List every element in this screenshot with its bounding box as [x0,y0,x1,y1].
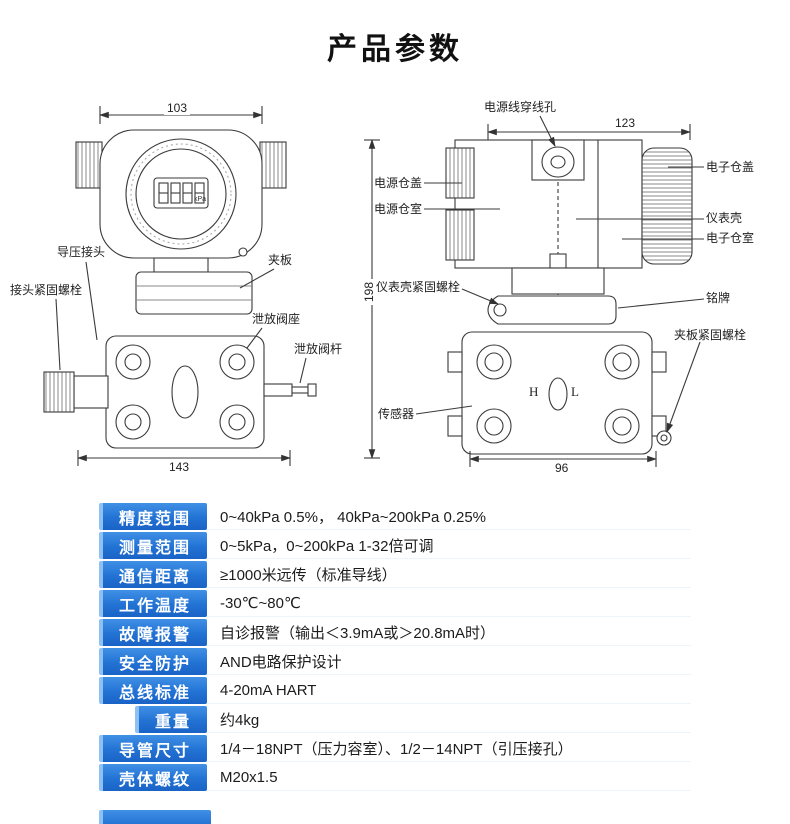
spec-row: 总线标准 4-20mA HART [99,677,691,704]
spec-row-partial [99,810,211,824]
spec-label: 安全防护 [99,648,207,675]
dimension-right-top: 123 [612,116,639,130]
port-h-marker: H [529,384,539,399]
label-power-compartment: 电源仓室 [374,202,423,216]
label-housing-fastening-bolt: 仪表壳紧固螺栓 [376,280,461,294]
spec-label: 工作温度 [99,590,207,617]
spec-row: 壳体螺纹 M20x1.5 [99,764,691,791]
spec-label: 总线标准 [99,677,207,704]
label-drain-valve-stem: 泄放阀杆 [294,342,343,356]
spec-value: 1/4－18NPT（压力容室）、1/2－14NPT（引压接孔） [207,735,691,762]
spec-label: 壳体螺纹 [99,764,207,791]
label-pressure-guide-connector: 导压接头 [57,245,106,259]
dimension-left-bottom: 143 [166,460,193,474]
spec-row: 通信距离 ≥1000米远传（标准导线） [99,561,691,588]
label-instrument-housing: 仪表壳 [706,211,743,225]
spec-value: 0~5kPa，0~200kPa 1-32倍可调 [207,532,691,559]
label-connector-fastening-bolt: 接头紧固螺栓 [10,283,83,297]
label-power-cable-hole: 电源线穿线孔 [484,100,557,114]
spec-value: 约4kg [207,706,691,733]
dimension-right-bottom: 96 [552,461,572,475]
spec-row: 安全防护 AND电路保护设计 [99,648,691,675]
spec-value: -30℃~80℃ [207,590,691,617]
dimension-right-height: 198 [362,278,377,306]
spec-value: ≥1000米远传（标准导线） [207,561,691,588]
page-title: 产品参数 [327,33,463,66]
spec-row: 故障报警 自诊报警（输出＜3.9mA或＞20.8mA时） [99,619,691,646]
spec-row: 重量 约4kg [99,706,691,733]
spec-label: 测量范围 [99,532,207,559]
label-electronics-compartment: 电子仓室 [706,231,755,245]
spec-row: 精度范围 0~40kPa 0.5%， 40kPa~200kPa 0.25% [99,503,691,530]
label-sensor: 传感器 [378,407,415,421]
technical-drawing: 103 143 123 96 198 导压接头 接头紧固螺栓 夹板 泄放阀座 泄… [0,90,790,500]
label-nameplate: 铭牌 [706,291,731,305]
spec-table: 精度范围 0~40kPa 0.5%， 40kPa~200kPa 0.25% 测量… [99,503,691,793]
transmitter-drawing [43,106,705,467]
label-electronics-cover: 电子仓盖 [706,160,755,174]
spec-value: 0~40kPa 0.5%， 40kPa~200kPa 0.25% [207,503,691,530]
spec-value: 自诊报警（输出＜3.9mA或＞20.8mA时） [207,619,691,646]
label-power-compartment-cover: 电源仓盖 [374,176,423,190]
label-drain-valve-seat: 泄放阀座 [252,312,301,326]
spec-value: M20x1.5 [207,764,691,791]
spec-label: 精度范围 [99,503,207,530]
spec-label: 通信距离 [99,561,207,588]
spec-value: AND电路保护设计 [207,648,691,675]
lcd-unit-label: kPa [194,196,207,203]
spec-label: 重量 [135,706,207,733]
label-clamp-fastening-bolt: 夹板紧固螺栓 [674,328,747,342]
spec-label: 导管尺寸 [99,735,207,762]
dimension-left-top: 103 [164,101,191,115]
spec-row: 测量范围 0~5kPa，0~200kPa 1-32倍可调 [99,532,691,559]
port-l-marker: L [571,384,579,399]
spec-row: 工作温度 -30℃~80℃ [99,590,691,617]
label-clamp-plate: 夹板 [268,253,293,267]
spec-row: 导管尺寸 1/4－18NPT（压力容室）、1/2－14NPT（引压接孔） [99,735,691,762]
spec-value: 4-20mA HART [207,677,691,704]
spec-label: 故障报警 [99,619,207,646]
